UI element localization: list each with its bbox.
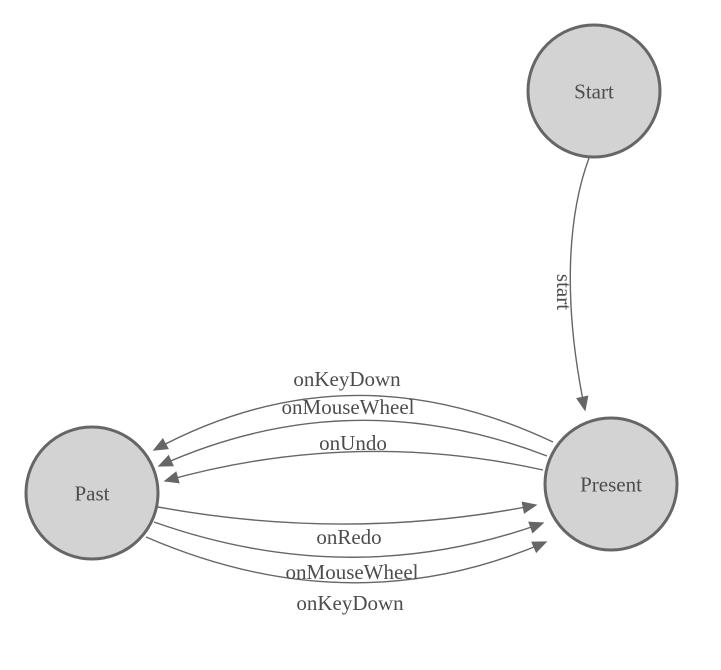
state-node-present-circle xyxy=(543,416,679,552)
edge-past-to-present-onredo xyxy=(157,501,538,525)
state-node-present: Present xyxy=(543,416,679,552)
edge-present-to-past-onkeydown xyxy=(152,394,554,451)
edge-label-onredo: onRedo xyxy=(316,525,381,549)
edge-label-start: start xyxy=(552,274,576,310)
state-node-start-circle xyxy=(526,23,662,159)
edge-label-onkeydown-top: onKeyDown xyxy=(293,367,401,391)
edge-present-to-past-onundo xyxy=(163,450,544,484)
edge-label-onmousewheel-bottom: onMouseWheel xyxy=(286,560,419,584)
edge-past-to-present-onkeydown xyxy=(145,536,548,584)
state-node-present-label: Present xyxy=(580,472,642,496)
state-node-past-label: Past xyxy=(74,481,109,505)
edge-past-to-present-onmousewheel xyxy=(153,521,545,558)
edge-start-to-present xyxy=(569,157,590,412)
edge-label-onkeydown-bottom: onKeyDown xyxy=(296,591,404,615)
edge-present-to-past-onmousewheel xyxy=(157,419,548,467)
state-node-start-label: Start xyxy=(574,79,614,103)
edge-label-onundo: onUndo xyxy=(319,431,387,455)
state-node-start: Start xyxy=(526,23,662,159)
state-node-past: Past xyxy=(24,425,160,561)
edge-label-onmousewheel-top: onMouseWheel xyxy=(282,395,415,419)
state-node-past-circle xyxy=(24,425,160,561)
